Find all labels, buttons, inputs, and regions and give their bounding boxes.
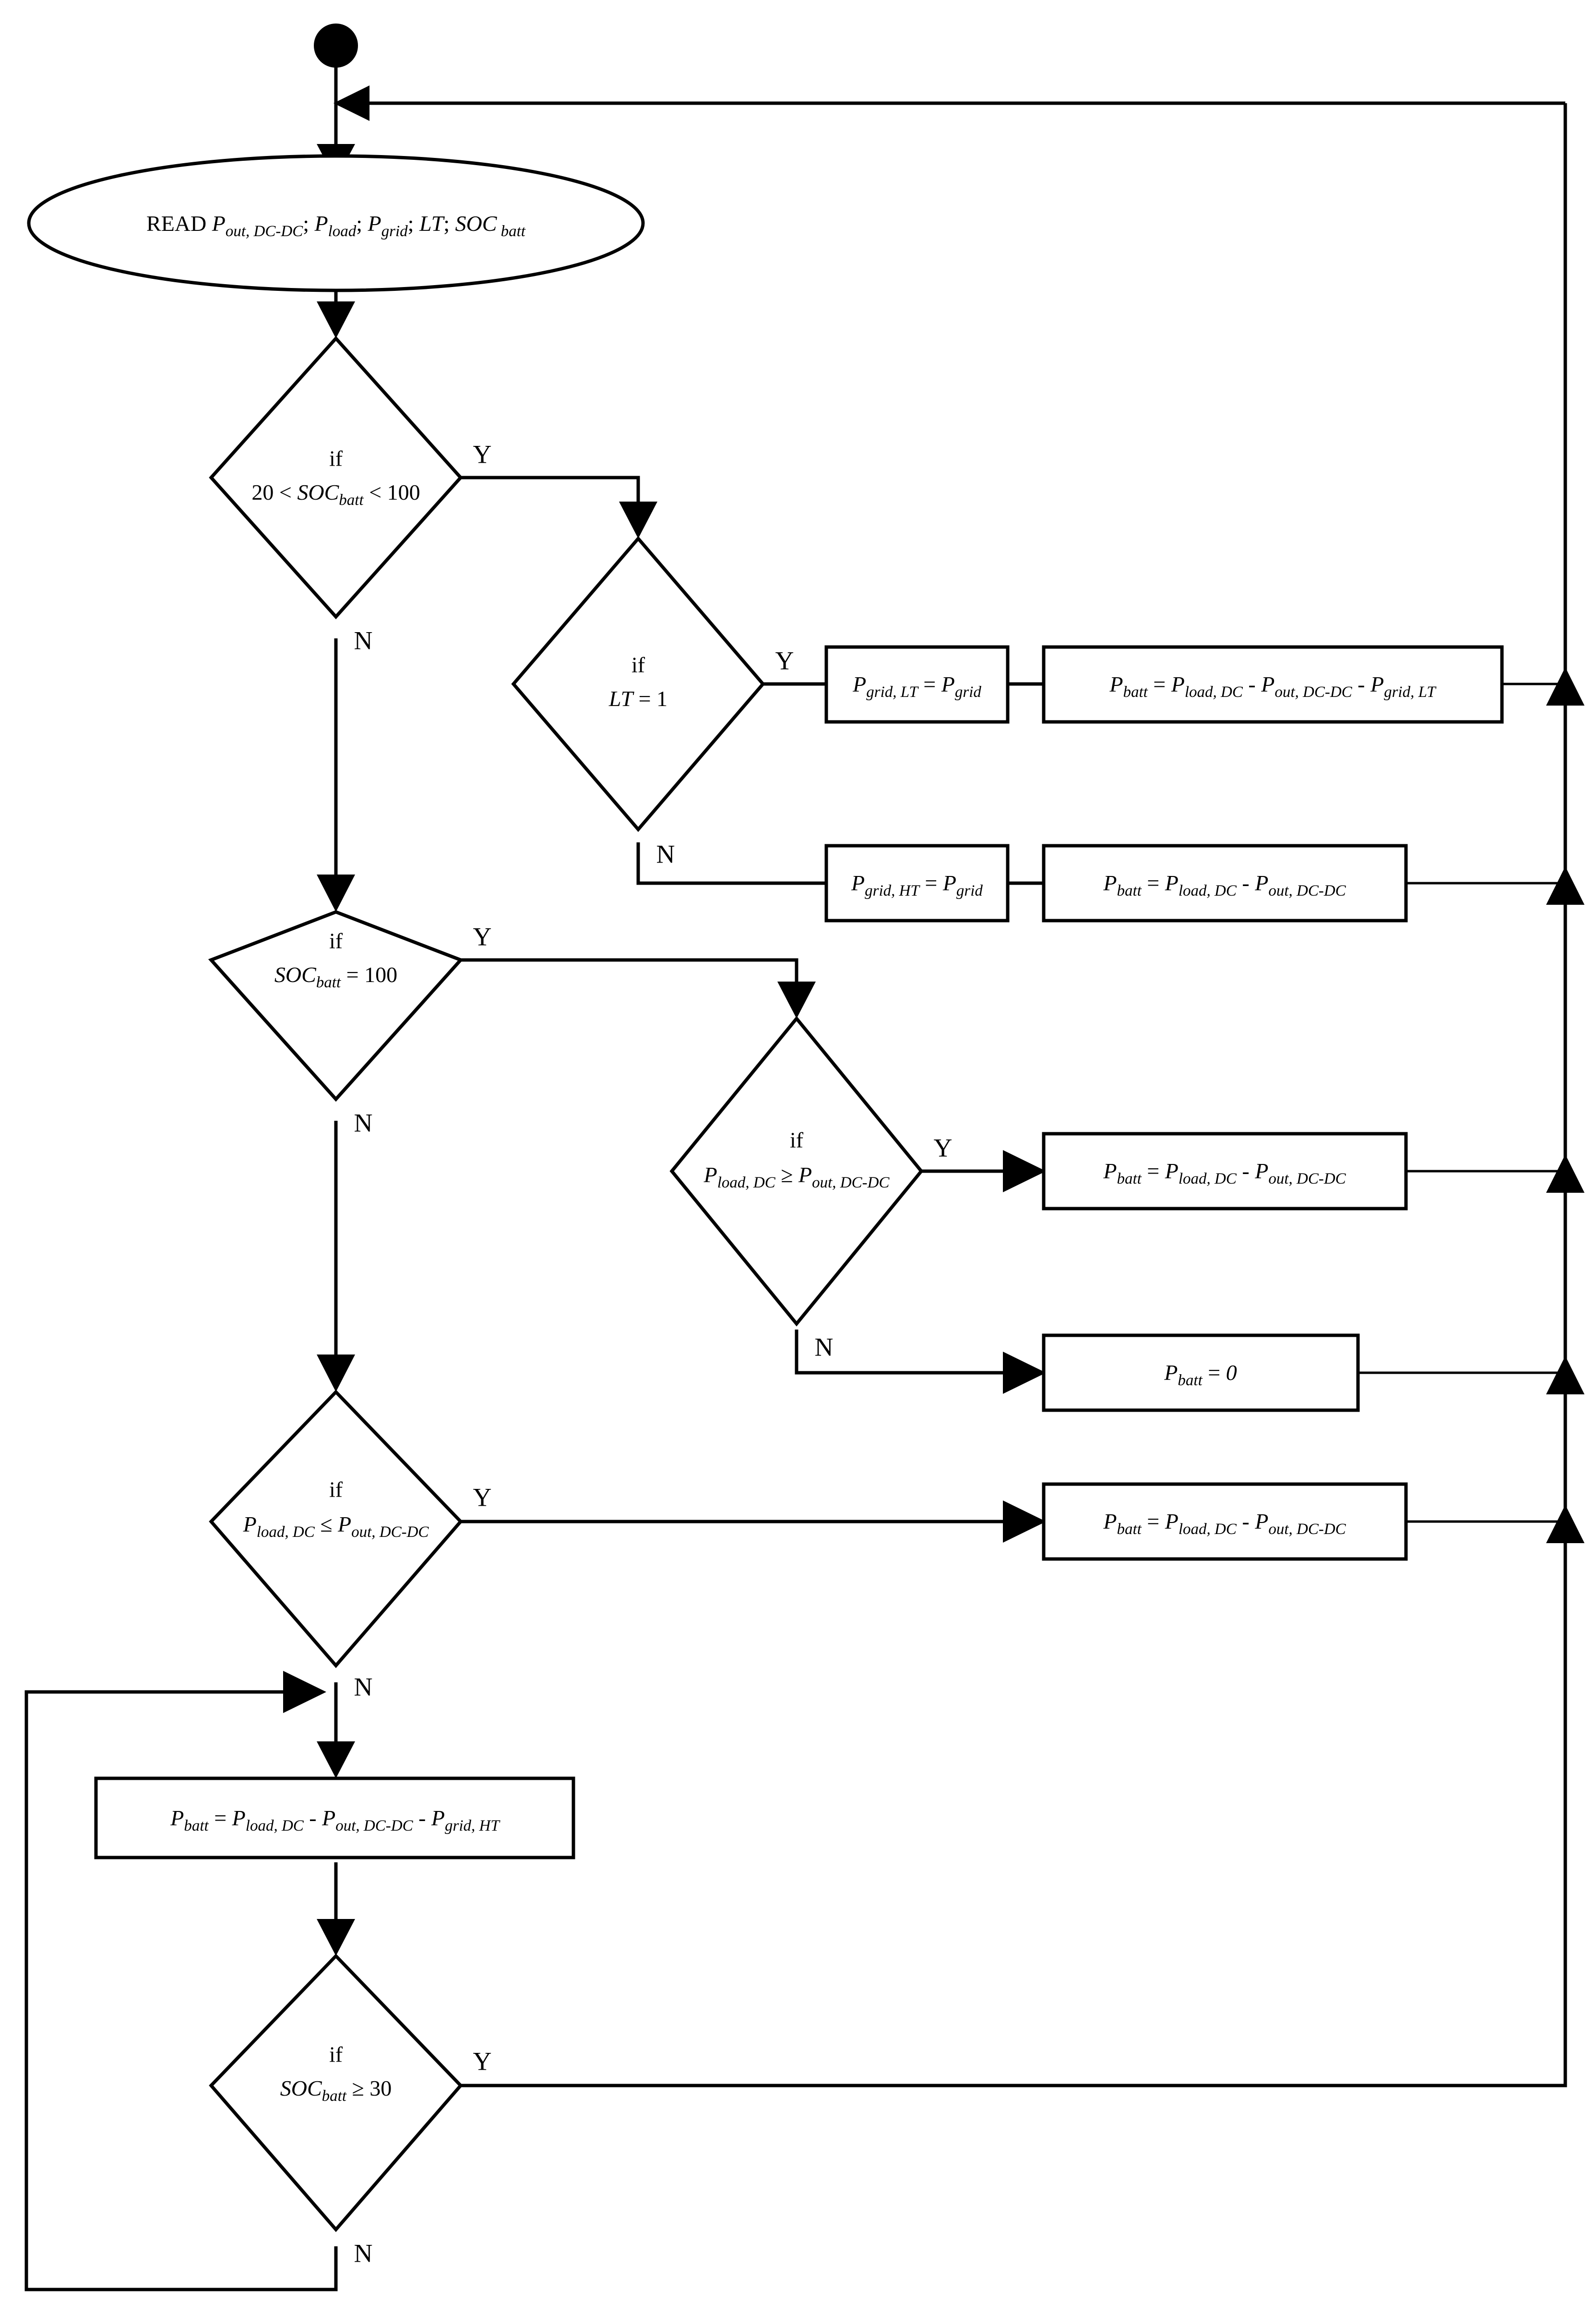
read-node: READ Pout, DC-DC; Pload; Pgrid; LT; SOC … xyxy=(27,154,645,292)
decision-load-le-out-diamond xyxy=(209,1389,463,1668)
process-batt-lt: Pbatt = Pload, DC - Pout, DC-DC - Pgrid,… xyxy=(1042,645,1504,724)
process-batt-ge-box xyxy=(1042,1132,1408,1211)
decision-load-ge-out-yes-label: Y xyxy=(934,1133,953,1162)
decision-soc-min-yes-label: Y xyxy=(473,2047,492,2075)
decision-soc-range: if 20 < SOCbatt < 100 Y N xyxy=(209,336,492,655)
decision-soc-range-diamond xyxy=(209,336,463,620)
decision-soc-range-condition: 20 < SOCbatt < 100 xyxy=(251,480,420,509)
arrowhead-d4-in xyxy=(777,982,816,1019)
decision-load-ge-out: if Pload, DC ≥ Pout, DC-DC Y N xyxy=(669,1016,953,1361)
arrowhead-d1-in xyxy=(317,301,355,338)
decision-soc-range-keyword: if xyxy=(329,446,343,471)
decision-lt-yes-label: Y xyxy=(775,646,794,675)
decision-soc-full: if SOCbatt = 100 Y N xyxy=(208,910,492,1137)
arrowhead-d2-in xyxy=(619,502,657,539)
edge-d2-no xyxy=(636,842,826,885)
decision-load-le-out-yes-label: Y xyxy=(473,1483,492,1511)
decision-load-ge-out-no-label: N xyxy=(815,1332,834,1361)
read-node-label: READ Pout, DC-DC; Pload; Pgrid; LT; SOC … xyxy=(146,211,526,240)
process-batt-zero-box xyxy=(1042,1333,1360,1412)
decision-load-ge-out-diamond xyxy=(669,1016,924,1327)
start-node xyxy=(314,24,358,68)
process-batt-ht2-label: Pbatt = Pload, DC - Pout, DC-DC - Pgrid,… xyxy=(170,1806,500,1834)
process-batt-ht-box xyxy=(1042,844,1408,923)
decision-soc-range-no-label: N xyxy=(354,626,373,655)
process-grid-lt: Pgrid, LT = Pgrid xyxy=(824,645,1010,724)
process-batt-ge: Pbatt = Pload, DC - Pout, DC-DC xyxy=(1042,1132,1408,1211)
decision-lt-no-label: N xyxy=(656,839,675,868)
process-grid-lt-box xyxy=(824,645,1010,724)
decision-load-le-out-keyword: if xyxy=(329,1477,343,1502)
decision-soc-min-diamond xyxy=(209,1953,463,2232)
process-grid-lt-label: Pgrid, LT = Pgrid xyxy=(852,672,981,701)
arrowhead-battge-in xyxy=(1003,1150,1046,1192)
edge-d3-yes xyxy=(461,958,798,996)
process-grid-ht-label: Pgrid, HT = Pgrid xyxy=(851,871,983,899)
process-batt-le: Pbatt = Pload, DC - Pout, DC-DC xyxy=(1042,1482,1408,1561)
process-batt-ge-label: Pbatt = Pload, DC - Pout, DC-DC xyxy=(1103,1159,1346,1187)
arrowhead-battle-in xyxy=(1003,1500,1046,1543)
decision-soc-full-condition: SOCbatt = 100 xyxy=(274,962,397,991)
process-batt-ht: Pbatt = Pload, DC - Pout, DC-DC xyxy=(1042,844,1408,923)
process-batt-zero: Pbatt = 0 xyxy=(1042,1333,1360,1412)
connector-layer xyxy=(24,67,1584,2291)
decision-soc-full-diamond-shape xyxy=(208,910,464,1102)
read-ellipse xyxy=(27,154,645,292)
decision-load-ge-out-keyword: if xyxy=(790,1128,804,1152)
arrowhead-battzero-in xyxy=(1003,1352,1046,1394)
edge-d6-yes-return xyxy=(461,103,1567,2087)
arrowhead-loop-merge xyxy=(283,1671,326,1713)
process-batt-zero-label: Pbatt = 0 xyxy=(1164,1360,1237,1389)
process-batt-ht2: Pbatt = Pload, DC - Pout, DC-DC - Pgrid,… xyxy=(94,1776,575,1859)
process-batt-le-box xyxy=(1042,1482,1408,1561)
decision-soc-min-no-label: N xyxy=(354,2239,373,2267)
edge-d4-no xyxy=(795,1330,1017,1375)
decision-lt-condition: LT = 1 xyxy=(608,686,667,711)
decision-lt-diamond xyxy=(511,536,765,832)
decision-soc-min-keyword: if xyxy=(329,2042,343,2067)
arrowhead-d6-in xyxy=(317,1919,355,1956)
arrowhead-d5-in xyxy=(317,1355,355,1392)
arrowhead-d3-in xyxy=(317,875,355,912)
decision-load-le-out-no-label: N xyxy=(354,1672,373,1701)
decision-load-le-out-condition: Pload, DC ≤ Pout, DC-DC xyxy=(243,1512,429,1541)
decision-lt: if LT = 1 Y N xyxy=(511,536,794,868)
process-batt-lt-label: Pbatt = Pload, DC - Pout, DC-DC - Pgrid,… xyxy=(1109,672,1437,701)
process-grid-ht: Pgrid, HT = Pgrid xyxy=(824,844,1010,923)
decision-load-le-out: if Pload, DC ≤ Pout, DC-DC Y N xyxy=(209,1389,492,1701)
decision-soc-full-keyword: if xyxy=(329,929,343,953)
edge-d1-yes xyxy=(461,476,640,516)
arrowhead-return-top xyxy=(333,85,369,121)
decision-soc-min-condition: SOCbatt ≥ 30 xyxy=(280,2076,392,2105)
decision-soc-full-no-label: N xyxy=(354,1108,373,1137)
process-batt-ht-label: Pbatt = Pload, DC - Pout, DC-DC xyxy=(1103,871,1346,899)
decision-soc-range-yes-label: Y xyxy=(473,440,492,468)
decision-soc-min: if SOCbatt ≥ 30 Y N xyxy=(209,1953,492,2267)
edge-d6-no-loop xyxy=(24,1690,338,2291)
process-grid-ht-box xyxy=(824,844,1010,923)
decision-soc-full-yes-label: Y xyxy=(473,922,492,951)
process-batt-lt-box xyxy=(1042,645,1504,724)
process-batt-ht2-box xyxy=(94,1776,575,1859)
process-batt-le-label: Pbatt = Pload, DC - Pout, DC-DC xyxy=(1103,1509,1346,1538)
decision-load-ge-out-condition: Pload, DC ≥ Pout, DC-DC xyxy=(703,1163,890,1191)
arrowhead-battht2-in xyxy=(317,1741,355,1778)
decision-lt-keyword: if xyxy=(631,653,645,677)
